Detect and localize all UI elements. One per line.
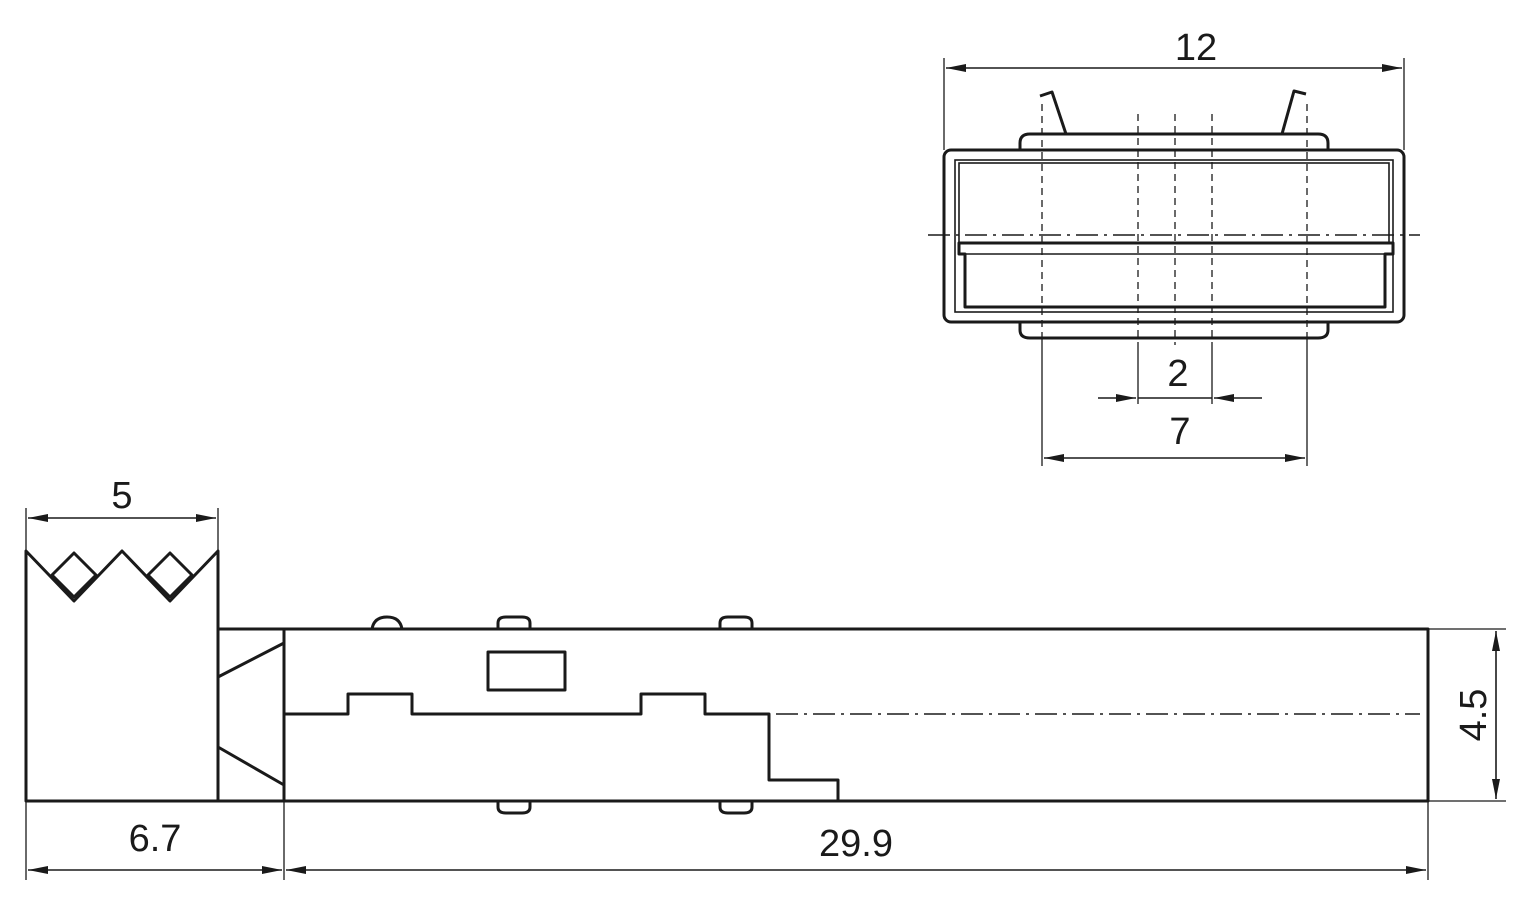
dimension-label: 12 xyxy=(1175,27,1217,69)
end-view-lower-insert xyxy=(957,241,1395,309)
dimension-label: 6.7 xyxy=(129,818,182,860)
end-view-top-boss xyxy=(1018,132,1330,150)
serrated-head xyxy=(24,549,220,803)
end-view xyxy=(928,89,1420,345)
dimension-7: 7 xyxy=(1041,338,1308,466)
top-bump xyxy=(718,615,754,629)
end-view-upper-cavity xyxy=(958,162,1390,244)
dimension-29-9: 29.9 xyxy=(286,801,1429,880)
serration-diamond xyxy=(50,551,98,599)
dimension-12: 12 xyxy=(943,27,1405,150)
end-view-right-tab xyxy=(1280,89,1307,135)
transition-section xyxy=(216,627,286,803)
dimension-4-5: 4.5 xyxy=(1428,628,1506,802)
dimension-label: 7 xyxy=(1169,411,1190,453)
dimension-label: 29.9 xyxy=(819,823,893,865)
end-view-outer-body xyxy=(942,148,1406,324)
dimension-5: 5 xyxy=(25,475,219,551)
end-view-bottom-boss xyxy=(1018,322,1330,340)
dimension-label: 2 xyxy=(1167,353,1188,395)
side-view xyxy=(24,549,1430,815)
dimension-6-7: 6.7 xyxy=(25,801,285,880)
stepped-profile xyxy=(284,692,840,801)
top-bump xyxy=(496,615,532,629)
top-bump xyxy=(370,615,404,630)
dimension-2: 2 xyxy=(1098,345,1262,404)
dimension-label: 4.5 xyxy=(1453,689,1495,742)
serration-diamond xyxy=(146,551,194,599)
end-view-left-tab xyxy=(1039,90,1068,135)
transition-cone xyxy=(216,641,285,787)
end-view-inner-frame xyxy=(954,159,1394,313)
bottom-bump xyxy=(496,801,532,815)
body-window xyxy=(486,650,567,692)
dimension-label: 5 xyxy=(111,475,132,517)
bottom-bump xyxy=(718,801,754,815)
